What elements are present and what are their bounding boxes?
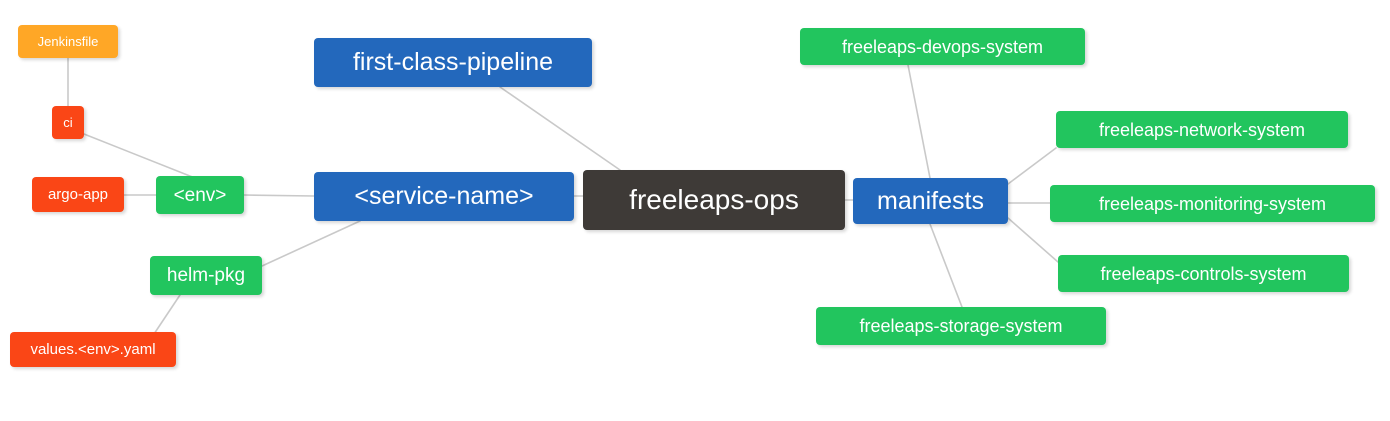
node-label-values-yaml: values.<env>.yaml: [30, 341, 156, 358]
node-label-argo-app: argo-app: [47, 186, 109, 203]
node-values-yaml[interactable]: values.<env>.yaml: [10, 332, 176, 367]
node-label-env: <env>: [173, 184, 227, 206]
node-label-service-name: <service-name>: [354, 182, 534, 210]
node-first-class-pipeline[interactable]: first-class-pipeline: [314, 38, 592, 87]
node-jenkinsfile[interactable]: Jenkinsfile: [18, 25, 118, 58]
node-service-name[interactable]: <service-name>: [314, 172, 574, 221]
node-freeleaps-devops-system[interactable]: freeleaps-devops-system: [800, 28, 1085, 65]
node-label-freeleaps-monitoring-system: freeleaps-monitoring-system: [1098, 193, 1327, 214]
node-freeleaps-ops[interactable]: freeleaps-ops: [583, 170, 845, 230]
node-label-jenkinsfile: Jenkinsfile: [37, 34, 99, 49]
node-freeleaps-monitoring-system[interactable]: freeleaps-monitoring-system: [1050, 185, 1375, 222]
node-argo-app[interactable]: argo-app: [32, 177, 124, 212]
node-label-manifests: manifests: [877, 186, 984, 215]
node-helm-pkg[interactable]: helm-pkg: [150, 256, 262, 295]
node-ci[interactable]: ci: [52, 106, 84, 139]
node-label-freeleaps-ops: freeleaps-ops: [629, 184, 799, 215]
node-label-freeleaps-devops-system: freeleaps-devops-system: [841, 36, 1044, 57]
node-label-helm-pkg: helm-pkg: [166, 265, 246, 286]
node-manifests[interactable]: manifests: [853, 178, 1008, 224]
node-label-freeleaps-storage-system: freeleaps-storage-system: [859, 316, 1063, 336]
node-label-freeleaps-network-system: freeleaps-network-system: [1098, 119, 1306, 140]
node-label-ci: ci: [63, 115, 73, 130]
node-env[interactable]: <env>: [156, 176, 244, 214]
node-freeleaps-storage-system[interactable]: freeleaps-storage-system: [816, 307, 1106, 345]
node-freeleaps-network-system[interactable]: freeleaps-network-system: [1056, 111, 1348, 148]
node-label-freeleaps-controls-system: freeleaps-controls-system: [1100, 263, 1307, 284]
node-label-first-class-pipeline: first-class-pipeline: [352, 48, 554, 76]
node-freeleaps-controls-system[interactable]: freeleaps-controls-system: [1058, 255, 1349, 292]
